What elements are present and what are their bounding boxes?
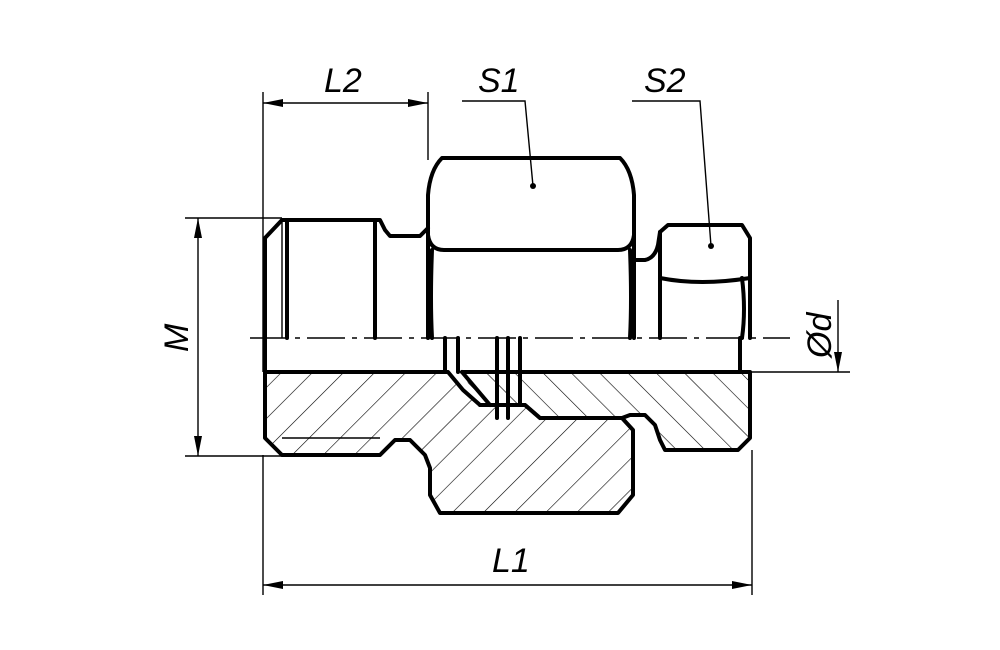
body-section-hatch (265, 372, 633, 513)
label-l1: L1 (492, 542, 530, 580)
nut-section-outline (460, 370, 752, 452)
section-body (263, 336, 752, 515)
hex-s2-outline (658, 223, 752, 340)
label-d: Ød (801, 312, 839, 359)
label-m: M (158, 323, 196, 352)
thread-spigot-outline (263, 218, 430, 374)
label-s1: S1 (478, 62, 520, 100)
label-s2: S2 (644, 62, 686, 100)
label-l2: L2 (324, 62, 362, 100)
dimensions (185, 92, 850, 595)
s1-leader (462, 100, 534, 187)
s2-leader (632, 100, 712, 247)
nut-section-hatch (462, 372, 750, 450)
